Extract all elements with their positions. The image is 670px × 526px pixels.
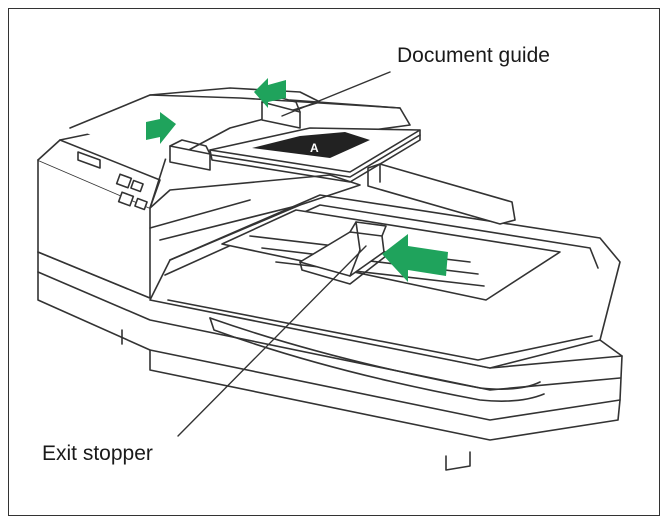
document-stack: A (209, 127, 421, 183)
document-mark-shape (252, 132, 370, 158)
document-guide-leader (281, 71, 391, 117)
exit-stopper-label: Exit stopper (42, 442, 153, 465)
document-mark-text: A (310, 141, 319, 155)
push-arrow-icon (382, 234, 448, 282)
feeder-tray (69, 87, 516, 225)
exit-stopper-leader (177, 245, 367, 437)
slide-in-arrow-icon (254, 78, 286, 108)
document-guide-label: Document guide (397, 44, 550, 67)
exit-stopper[interactable] (299, 221, 387, 285)
slide-out-arrow-icon (146, 112, 176, 144)
